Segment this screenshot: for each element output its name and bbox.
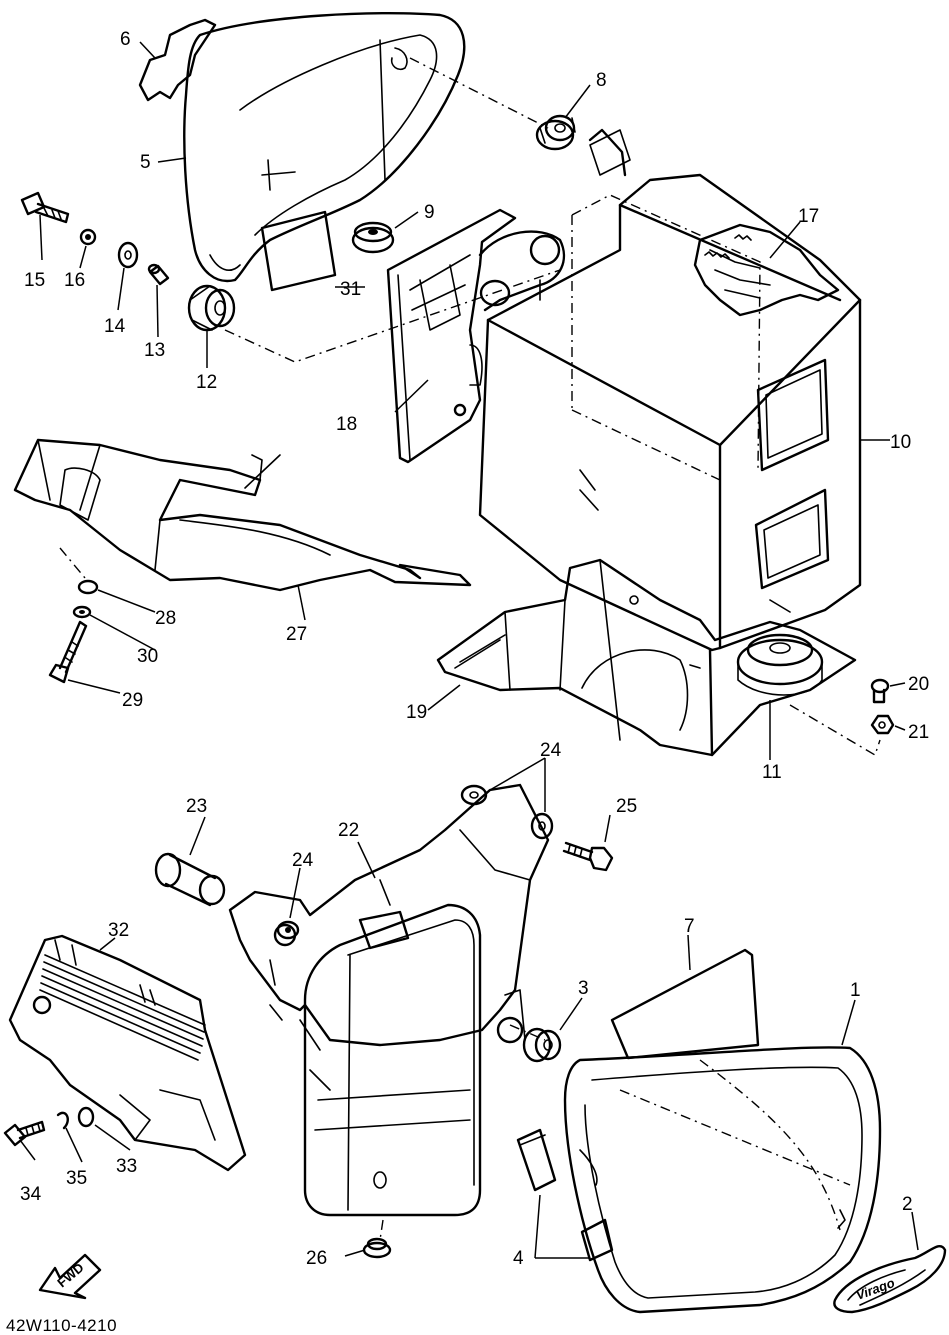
callout-9: 9 — [424, 202, 435, 223]
callout-labels: 6 5 8 9 17 31 18 10 15 16 14 13 12 28 27… — [20, 29, 929, 1269]
callout-13: 13 — [144, 340, 165, 361]
tray-19 — [436, 558, 857, 757]
bolt-34 — [3, 1120, 46, 1147]
leader-lines — [19, 41, 919, 1259]
callout-24b: 24 — [292, 850, 314, 871]
callout-17: 17 — [798, 206, 819, 227]
pad-31 — [260, 210, 337, 292]
callout-1: 1 — [850, 980, 861, 1001]
callout-20: 20 — [908, 674, 929, 695]
callout-34: 34 — [20, 1184, 42, 1205]
callout-23: 23 — [186, 796, 207, 817]
callout-33: 33 — [116, 1156, 137, 1177]
callout-6: 6 — [120, 29, 131, 50]
bolt-23 — [154, 852, 226, 907]
callout-14: 14 — [104, 316, 126, 337]
grommet-8 — [535, 114, 576, 151]
callout-22: 22 — [338, 820, 359, 841]
callout-35: 35 — [66, 1168, 87, 1189]
side-cover-lower — [563, 1046, 882, 1314]
callout-16: 16 — [64, 270, 85, 291]
callout-2: 2 — [902, 1194, 913, 1215]
callout-19: 19 — [406, 702, 427, 723]
nut-16 — [79, 228, 97, 246]
spring-washer-35 — [56, 1111, 69, 1130]
callout-30: 30 — [137, 646, 158, 667]
forward-arrow: FWD — [38, 1253, 102, 1300]
bolt-29 — [48, 620, 88, 684]
callout-31: 31 — [340, 279, 361, 300]
bolt-20 — [870, 678, 890, 704]
cover-32 — [8, 934, 247, 1172]
toolbox-22 — [228, 783, 550, 1217]
collar-28 — [77, 579, 99, 595]
washer-33 — [77, 1106, 95, 1128]
drawing-code: 42W110-4210 — [6, 1316, 117, 1335]
callout-29: 29 — [122, 690, 143, 711]
washer-14 — [117, 241, 139, 269]
callout-10: 10 — [890, 432, 911, 453]
collar-13 — [147, 263, 170, 286]
side-cover-upper — [183, 12, 466, 283]
bracket-18 — [386, 208, 517, 464]
callout-25: 25 — [616, 796, 637, 817]
callout-28: 28 — [155, 608, 176, 629]
guard-27 — [13, 438, 472, 592]
callout-18: 18 — [336, 414, 357, 435]
callout-32: 32 — [108, 920, 129, 941]
callout-3: 3 — [578, 978, 589, 999]
callout-4: 4 — [513, 1248, 524, 1269]
washer-24a — [460, 784, 488, 806]
callout-21: 21 — [908, 722, 929, 743]
grommet-26 — [362, 1237, 392, 1259]
damper-4a — [516, 1128, 557, 1192]
washer-30 — [72, 605, 92, 619]
pad-7 — [610, 948, 760, 1060]
damper-4b — [580, 1218, 614, 1262]
foam-17 — [693, 223, 840, 317]
washer-24c — [276, 920, 300, 940]
grommet-12 — [187, 284, 236, 332]
bracket-6 — [138, 18, 217, 102]
grommet-9 — [351, 221, 395, 254]
callout-5: 5 — [140, 152, 151, 173]
emblem-2: Virago — [833, 1244, 947, 1314]
callout-26: 26 — [306, 1248, 327, 1269]
bolt-15 — [20, 191, 70, 224]
callout-12: 12 — [196, 372, 217, 393]
grommet-3 — [522, 1027, 562, 1063]
nut-21 — [870, 714, 895, 735]
callout-8: 8 — [596, 70, 607, 91]
callout-24a: 24 — [540, 740, 562, 761]
bolt-25 — [562, 841, 614, 872]
callout-7: 7 — [684, 916, 695, 937]
callout-15: 15 — [24, 270, 45, 291]
callout-11: 11 — [762, 762, 782, 783]
box-10 — [478, 128, 862, 652]
washer-24b — [530, 812, 554, 840]
rubber-mount-11 — [736, 633, 824, 696]
callout-27: 27 — [286, 624, 307, 645]
